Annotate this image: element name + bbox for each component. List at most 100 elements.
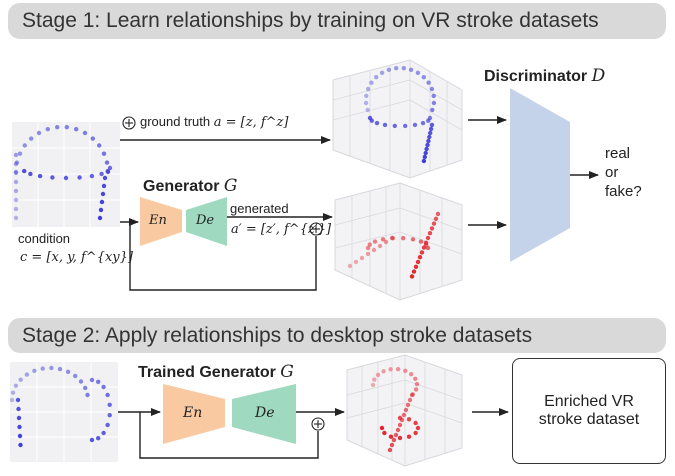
stroke-point — [389, 442, 395, 448]
stroke-point — [107, 413, 112, 418]
stroke-point — [45, 127, 50, 132]
stroke-point — [100, 191, 106, 197]
stroke-point — [101, 151, 107, 156]
discriminator-block — [510, 88, 570, 262]
stroke-point — [90, 136, 96, 141]
stroke-point — [379, 425, 385, 431]
trained-decoder-block — [232, 384, 296, 444]
trained-generator-title: Trained Generator G — [138, 362, 294, 382]
stroke-point — [420, 120, 426, 126]
stroke-point — [18, 442, 23, 448]
stroke-point — [401, 236, 406, 241]
stroke-point — [379, 70, 385, 76]
stroke-point — [17, 433, 23, 439]
stroke-point — [65, 369, 71, 374]
stroke-point — [78, 379, 84, 384]
stroke-point — [406, 417, 412, 422]
stroke-point — [22, 143, 27, 148]
stroke-point — [364, 93, 369, 99]
stroke-point — [427, 134, 432, 140]
stroke-point — [370, 382, 376, 388]
stroke-point — [365, 245, 371, 251]
stage2-banner: Stage 2: Apply relationships to desktop … — [8, 318, 666, 353]
stroke-point — [392, 123, 397, 129]
stroke-point — [101, 384, 106, 390]
decoder-block — [186, 197, 227, 246]
stroke-point — [36, 130, 42, 136]
stroke-point — [421, 75, 426, 80]
stroke-point — [29, 136, 34, 141]
stroke-point — [428, 130, 433, 136]
stroke-point — [425, 142, 430, 148]
stroke-point — [37, 173, 43, 179]
condition-formula: c = [x, y, f^{xy}] — [20, 250, 133, 265]
stroke-point — [403, 368, 408, 373]
stroke-point — [374, 75, 379, 80]
stroke-point — [431, 93, 436, 99]
stroke-point — [412, 122, 418, 128]
stroke-point — [403, 123, 408, 129]
stroke-point — [429, 86, 435, 92]
stroke-point — [427, 231, 433, 236]
enriched-dataset-box: Enriched VR stroke dataset — [512, 358, 666, 464]
stroke-point — [431, 100, 437, 106]
stroke-point — [423, 240, 429, 245]
stroke-point — [375, 372, 381, 378]
stroke-point — [428, 126, 434, 132]
stroke-point — [347, 263, 353, 269]
stroke-point — [390, 236, 395, 241]
stroke-point — [13, 188, 19, 194]
output-label: real or fake? — [605, 145, 642, 200]
stroke-point — [104, 160, 110, 165]
trained-encoder-label: En — [183, 405, 203, 421]
stroke-point — [13, 170, 19, 176]
stroke-point — [415, 259, 421, 265]
stroke-point — [96, 379, 101, 384]
stroke-point — [365, 86, 371, 92]
stroke-point — [99, 171, 104, 177]
stroke-point — [397, 415, 403, 421]
stroke-point — [413, 264, 419, 269]
stroke-point — [13, 179, 19, 185]
stroke-point — [401, 66, 406, 71]
stroke-point — [409, 372, 414, 377]
stroke-point — [73, 373, 78, 379]
stroke-point — [406, 434, 412, 439]
stroke-point — [97, 143, 102, 148]
stroke-point — [363, 100, 369, 106]
stroke-point — [9, 397, 15, 403]
stroke-point — [408, 67, 414, 73]
generated-label: generated — [230, 201, 289, 216]
decoder-label: De — [196, 213, 215, 228]
stroke-point — [397, 422, 403, 428]
stroke-point — [365, 251, 371, 257]
stroke-point — [372, 377, 377, 382]
stroke-point — [359, 255, 365, 261]
stroke-point — [382, 430, 387, 436]
stroke-point — [430, 107, 435, 113]
encoder-label: En — [149, 213, 167, 228]
stroke-point — [367, 242, 372, 247]
condition-label: condition — [18, 231, 71, 246]
stroke-point — [374, 120, 380, 126]
stroke-point — [422, 154, 427, 160]
stroke-point — [15, 397, 21, 403]
stroke-point — [63, 175, 69, 181]
stroke-point — [13, 161, 19, 167]
stroke-point — [97, 215, 103, 221]
stroke-point — [13, 215, 19, 221]
stroke-point — [395, 427, 401, 433]
stage2-title: Stage 2: Apply relationships to desktop … — [22, 323, 533, 347]
stroke-point — [99, 199, 105, 205]
stroke-point — [421, 158, 427, 164]
stroke-point — [418, 239, 424, 244]
stroke-point — [431, 221, 437, 226]
generated-3d-plot — [334, 182, 463, 301]
stroke-point — [89, 437, 95, 443]
enriched-3d-plot — [346, 354, 463, 467]
stroke-point — [369, 80, 374, 85]
stroke-point — [371, 247, 377, 253]
stroke-point — [388, 434, 394, 439]
stroke-point — [388, 367, 393, 372]
stage1-title: Stage 1: Learn relationships by training… — [22, 9, 599, 32]
